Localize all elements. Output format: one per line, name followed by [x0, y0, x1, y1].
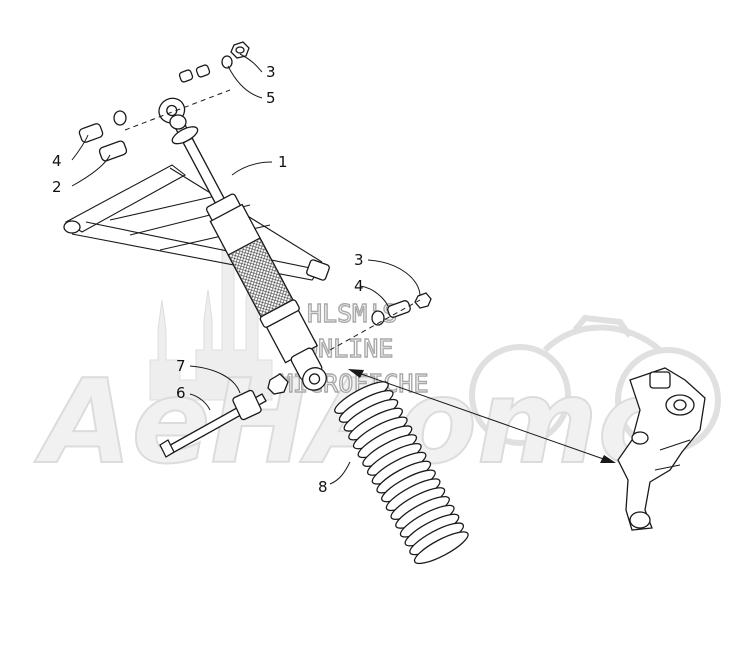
- watermark-layer: AeHAomo HLSM'S ONLINE MICROFICHE: [33, 199, 721, 491]
- watermark-line-1: HLSM'S: [307, 299, 397, 328]
- shock-absorber: [158, 97, 327, 391]
- lower-mount-hardware: [329, 292, 432, 351]
- callout-7: 7: [176, 357, 186, 375]
- callout-5: 5: [266, 89, 276, 107]
- top-hardware: [78, 41, 250, 162]
- callout-leaders: [71, 53, 421, 485]
- a-arm: [63, 164, 330, 281]
- washer-top: [221, 55, 233, 69]
- callout-1: 1: [278, 153, 288, 171]
- watermark-logo: AeHAomo: [34, 355, 678, 490]
- spacer-top: [78, 123, 104, 143]
- callout-3-top: 3: [266, 63, 276, 81]
- callouts: 3 5 1 4 2 3 4 7 6 8: [52, 63, 364, 496]
- mounting-arrow: [348, 369, 616, 463]
- bushing: [232, 389, 262, 421]
- callout-6: 6: [176, 384, 186, 402]
- callout-4-right: 4: [354, 277, 364, 295]
- spindle-knuckle: [617, 367, 706, 531]
- callout-8: 8: [318, 478, 328, 496]
- callout-2: 2: [52, 178, 62, 196]
- sleeve-top: [98, 140, 128, 162]
- coil-spring: [334, 381, 469, 565]
- lower-bolt-assembly: [159, 373, 289, 458]
- callout-3-right: 3: [354, 251, 364, 269]
- callout-4-left: 4: [52, 152, 62, 170]
